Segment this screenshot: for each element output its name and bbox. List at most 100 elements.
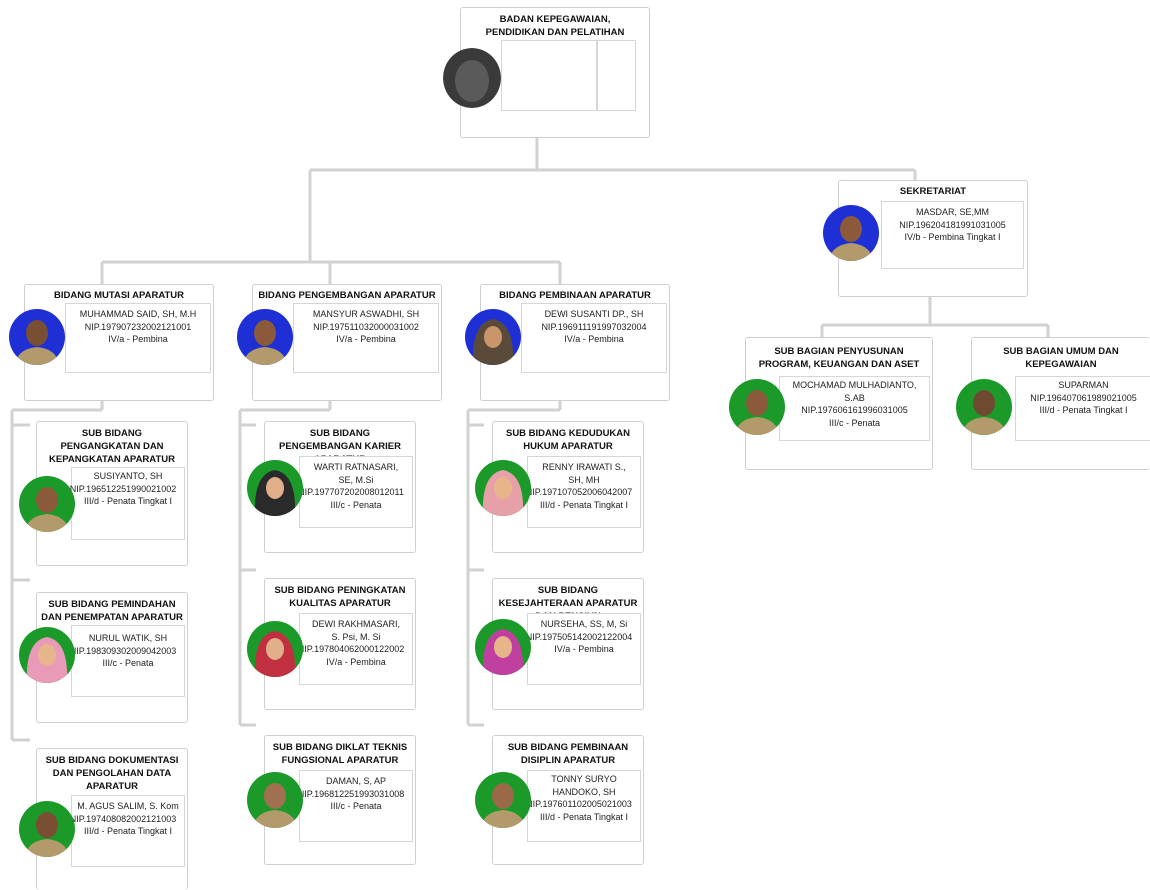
person-rank: III/d - Penata Tingkat I xyxy=(1039,405,1128,415)
subbagian-title: SUB BAGIAN PENYUSUNAN PROGRAM, KEUANGAN … xyxy=(758,346,920,370)
person-nip: NIP.197601102005021003 xyxy=(526,799,632,809)
person-rank: III/d - Penata Tingkat I xyxy=(539,499,629,510)
person-nip: NIP.197511032000031002 xyxy=(313,321,419,332)
person-rank: IV/a - Pembina xyxy=(554,644,614,654)
avatar xyxy=(729,379,785,435)
avatar xyxy=(237,309,293,365)
avatar xyxy=(19,476,75,532)
person-name: MOCHAMAD MULHADIANTO, S.AB xyxy=(792,380,917,403)
bidang-info: MANSYUR ASWADHI, SH NIP.1975110320000310… xyxy=(293,303,439,373)
avatar xyxy=(823,205,879,261)
person-rank: III/c - Penata xyxy=(102,658,154,668)
root-box: BADAN KEPEGAWAIAN, PENDIDIKAN DAN PELATI… xyxy=(443,7,650,138)
subbidang-title: SUB BIDANG DOKUMENTASI DAN PENGOLAHAN DA… xyxy=(45,755,179,792)
avatar xyxy=(9,309,65,365)
root-info-divider xyxy=(596,40,598,111)
subbidang-info: NURSEHA, SS, M, Si NIP.19750514200212200… xyxy=(526,613,641,685)
subbagian-info: SUPARMAN NIP.196407061989021005 III/d - … xyxy=(1015,376,1150,441)
subbidang-title: SUB BIDANG PENGANGKATAN DAN KEPANGKATAN … xyxy=(49,428,175,465)
subbidang-info: DEWI RAKHMASARI, S. Psi, M. Si NIP.19780… xyxy=(298,613,413,685)
subbagian-umum-box: SUB BAGIAN UMUM DAN KEPEGAWAIAN SUPARMAN… xyxy=(956,337,1150,470)
person-nip: NIP.197408082002121003 xyxy=(69,813,177,824)
avatar xyxy=(19,627,75,683)
person-name: DAMAN, S, AP xyxy=(325,776,387,786)
person-nip: NIP.197505142002122004 xyxy=(525,631,633,642)
person-nip: NIP.197907232002121001 xyxy=(84,321,192,332)
person-rank: IV/a - Pembina xyxy=(564,334,624,344)
avatar xyxy=(247,460,303,516)
subbagian-title: SUB BAGIAN UMUM DAN KEPEGAWAIAN xyxy=(1003,346,1119,370)
subbidang-box: SUB BIDANG PEMBINAAN DISIPLIN APARATUR T… xyxy=(475,735,644,865)
subbidang-box: SUB BIDANG PENINGKATAN KUALITAS APARATUR… xyxy=(247,578,416,710)
person-name: RENNY IRAWATI S., SH, MH xyxy=(542,462,626,485)
bidang-info: MUHAMMAD SAID, SH, M.H NIP.1979072320021… xyxy=(65,303,211,373)
person-rank: III/c - Penata xyxy=(330,499,382,510)
person-nip: NIP.196407061989021005 xyxy=(1030,392,1137,403)
sekretariat-info: MASDAR, SE,MM NIP.196204181991031005 IV/… xyxy=(881,201,1024,269)
root-title: BADAN KEPEGAWAIAN, PENDIDIKAN DAN PELATI… xyxy=(485,14,625,38)
subbagian-info: MOCHAMAD MULHADIANTO, S.AB NIP.197606161… xyxy=(779,376,930,441)
person-name: MANSYUR ASWADHI, SH xyxy=(312,309,420,319)
person-name: SUPARMAN xyxy=(1058,380,1109,390)
person-name: MUHAMMAD SAID, SH, M.H xyxy=(79,309,197,319)
subbidang-info: SUSIYANTO, SH NIP.196512251990021002 III… xyxy=(70,467,185,540)
person-rank: III/c - Penata xyxy=(330,801,382,811)
subbidang-info: WARTI RATNASARI, SE, M.Si NIP.1977072020… xyxy=(298,456,413,528)
subbagian-program-box: SUB BAGIAN PENYUSUNAN PROGRAM, KEUANGAN … xyxy=(729,337,933,470)
person-rank: IV/a - Pembina xyxy=(108,334,168,344)
person-name: TONNY SURYO HANDOKO, SH xyxy=(551,774,617,797)
subbidang-title: SUB BIDANG DIKLAT TEKNIS FUNGSIONAL APAR… xyxy=(272,742,408,766)
avatar xyxy=(956,379,1012,435)
subbidang-box: SUB BIDANG DOKUMENTASI DAN PENGOLAHAN DA… xyxy=(19,748,188,890)
subbidang-title: SUB BIDANG KEDUDUKAN HUKUM APARATUR xyxy=(505,428,631,452)
avatar xyxy=(465,309,521,365)
person-nip: NIP.196812251993031008 xyxy=(297,788,405,799)
bidang-pembinaan-box: BIDANG PEMBINAAN APARATUR DEWI SUSANTI D… xyxy=(465,284,670,401)
subbidang-box: SUB BIDANG KESEJAHTERAAN APARATUR DAN PE… xyxy=(475,578,644,710)
root-info-box xyxy=(501,40,636,111)
person-name: DEWI RAKHMASARI, S. Psi, M. Si xyxy=(311,619,400,642)
person-nip: NIP.197804062000122002 xyxy=(297,644,405,654)
bidang-info: DEWI SUSANTI DP., SH NIP.196911191997032… xyxy=(521,303,667,373)
subbidang-title: SUB BIDANG PENINGKATAN KUALITAS APARATUR xyxy=(274,585,406,609)
avatar xyxy=(475,772,531,828)
avatar xyxy=(475,460,531,516)
subbidang-box: SUB BIDANG PENGEMBANGAN KARIER APARATUR … xyxy=(247,421,416,553)
person-name: DEWI SUSANTI DP., SH xyxy=(544,309,644,319)
person-rank: III/c - Penata xyxy=(828,417,881,428)
subbidang-box: SUB BIDANG PEMINDAHAN DAN PENEMPATAN APA… xyxy=(19,592,188,723)
avatar xyxy=(475,619,531,675)
subbidang-box: SUB BIDANG DIKLAT TEKNIS FUNGSIONAL APAR… xyxy=(247,735,416,865)
bidang-title: BIDANG PEMBINAAN APARATUR xyxy=(499,290,651,301)
person-rank: III/d - Penata Tingkat I xyxy=(83,826,173,836)
sekretariat-box: SEKRETARIAT MASDAR, SE,MM NIP.1962041819… xyxy=(823,180,1028,297)
subbidang-info: DAMAN, S, AP NIP.196812251993031008 III/… xyxy=(298,770,413,842)
subbidang-info: M. AGUS SALIM, S. Kom NIP.19740808200212… xyxy=(70,795,185,867)
subbidang-box: SUB BIDANG PENGANGKATAN DAN KEPANGKATAN … xyxy=(19,421,188,566)
person-name: M. AGUS SALIM, S. Kom xyxy=(77,801,179,811)
person-name: MASDAR, SE,MM xyxy=(915,207,989,217)
person-nip: NIP.198309302009042003 xyxy=(69,645,177,656)
person-nip: NIP.196512251990021002 xyxy=(69,483,177,494)
person-rank: III/d - Penata Tingkat I xyxy=(539,811,629,822)
person-nip: NIP.197107052006042007 xyxy=(525,487,633,497)
person-name: SUSIYANTO, SH xyxy=(93,471,163,481)
person-rank: IV/b - Pembina Tingkat I xyxy=(904,232,1001,242)
subbidang-info: NURUL WATIK, SH NIP.198309302009042003 I… xyxy=(70,625,185,697)
bidang-mutasi-box: BIDANG MUTASI APARATUR MUHAMMAD SAID, SH… xyxy=(9,284,214,401)
person-rank: IV/a - Pembina xyxy=(326,656,386,667)
subbidang-info: RENNY IRAWATI S., SH, MH NIP.19710705200… xyxy=(526,456,641,528)
avatar xyxy=(247,621,303,677)
person-nip: NIP.196204181991031005 xyxy=(899,219,1006,230)
sekretariat-title: SEKRETARIAT xyxy=(899,186,967,197)
bidang-pengembangan-box: BIDANG PENGEMBANGAN APARATUR MANSYUR ASW… xyxy=(237,284,442,401)
person-name: WARTI RATNASARI, SE, M.Si xyxy=(313,462,399,485)
subbidang-title: SUB BIDANG PEMINDAHAN DAN PENEMPATAN APA… xyxy=(41,599,183,623)
person-name: NURSEHA, SS, M, Si xyxy=(540,619,628,629)
avatar xyxy=(19,801,75,857)
subbidang-info: TONNY SURYO HANDOKO, SH NIP.197601102005… xyxy=(526,770,641,842)
person-nip: NIP.197606161996031005 xyxy=(801,405,908,415)
person-nip: NIP.196911191997032004 xyxy=(541,321,647,332)
bidang-title: BIDANG MUTASI APARATUR xyxy=(54,290,184,301)
